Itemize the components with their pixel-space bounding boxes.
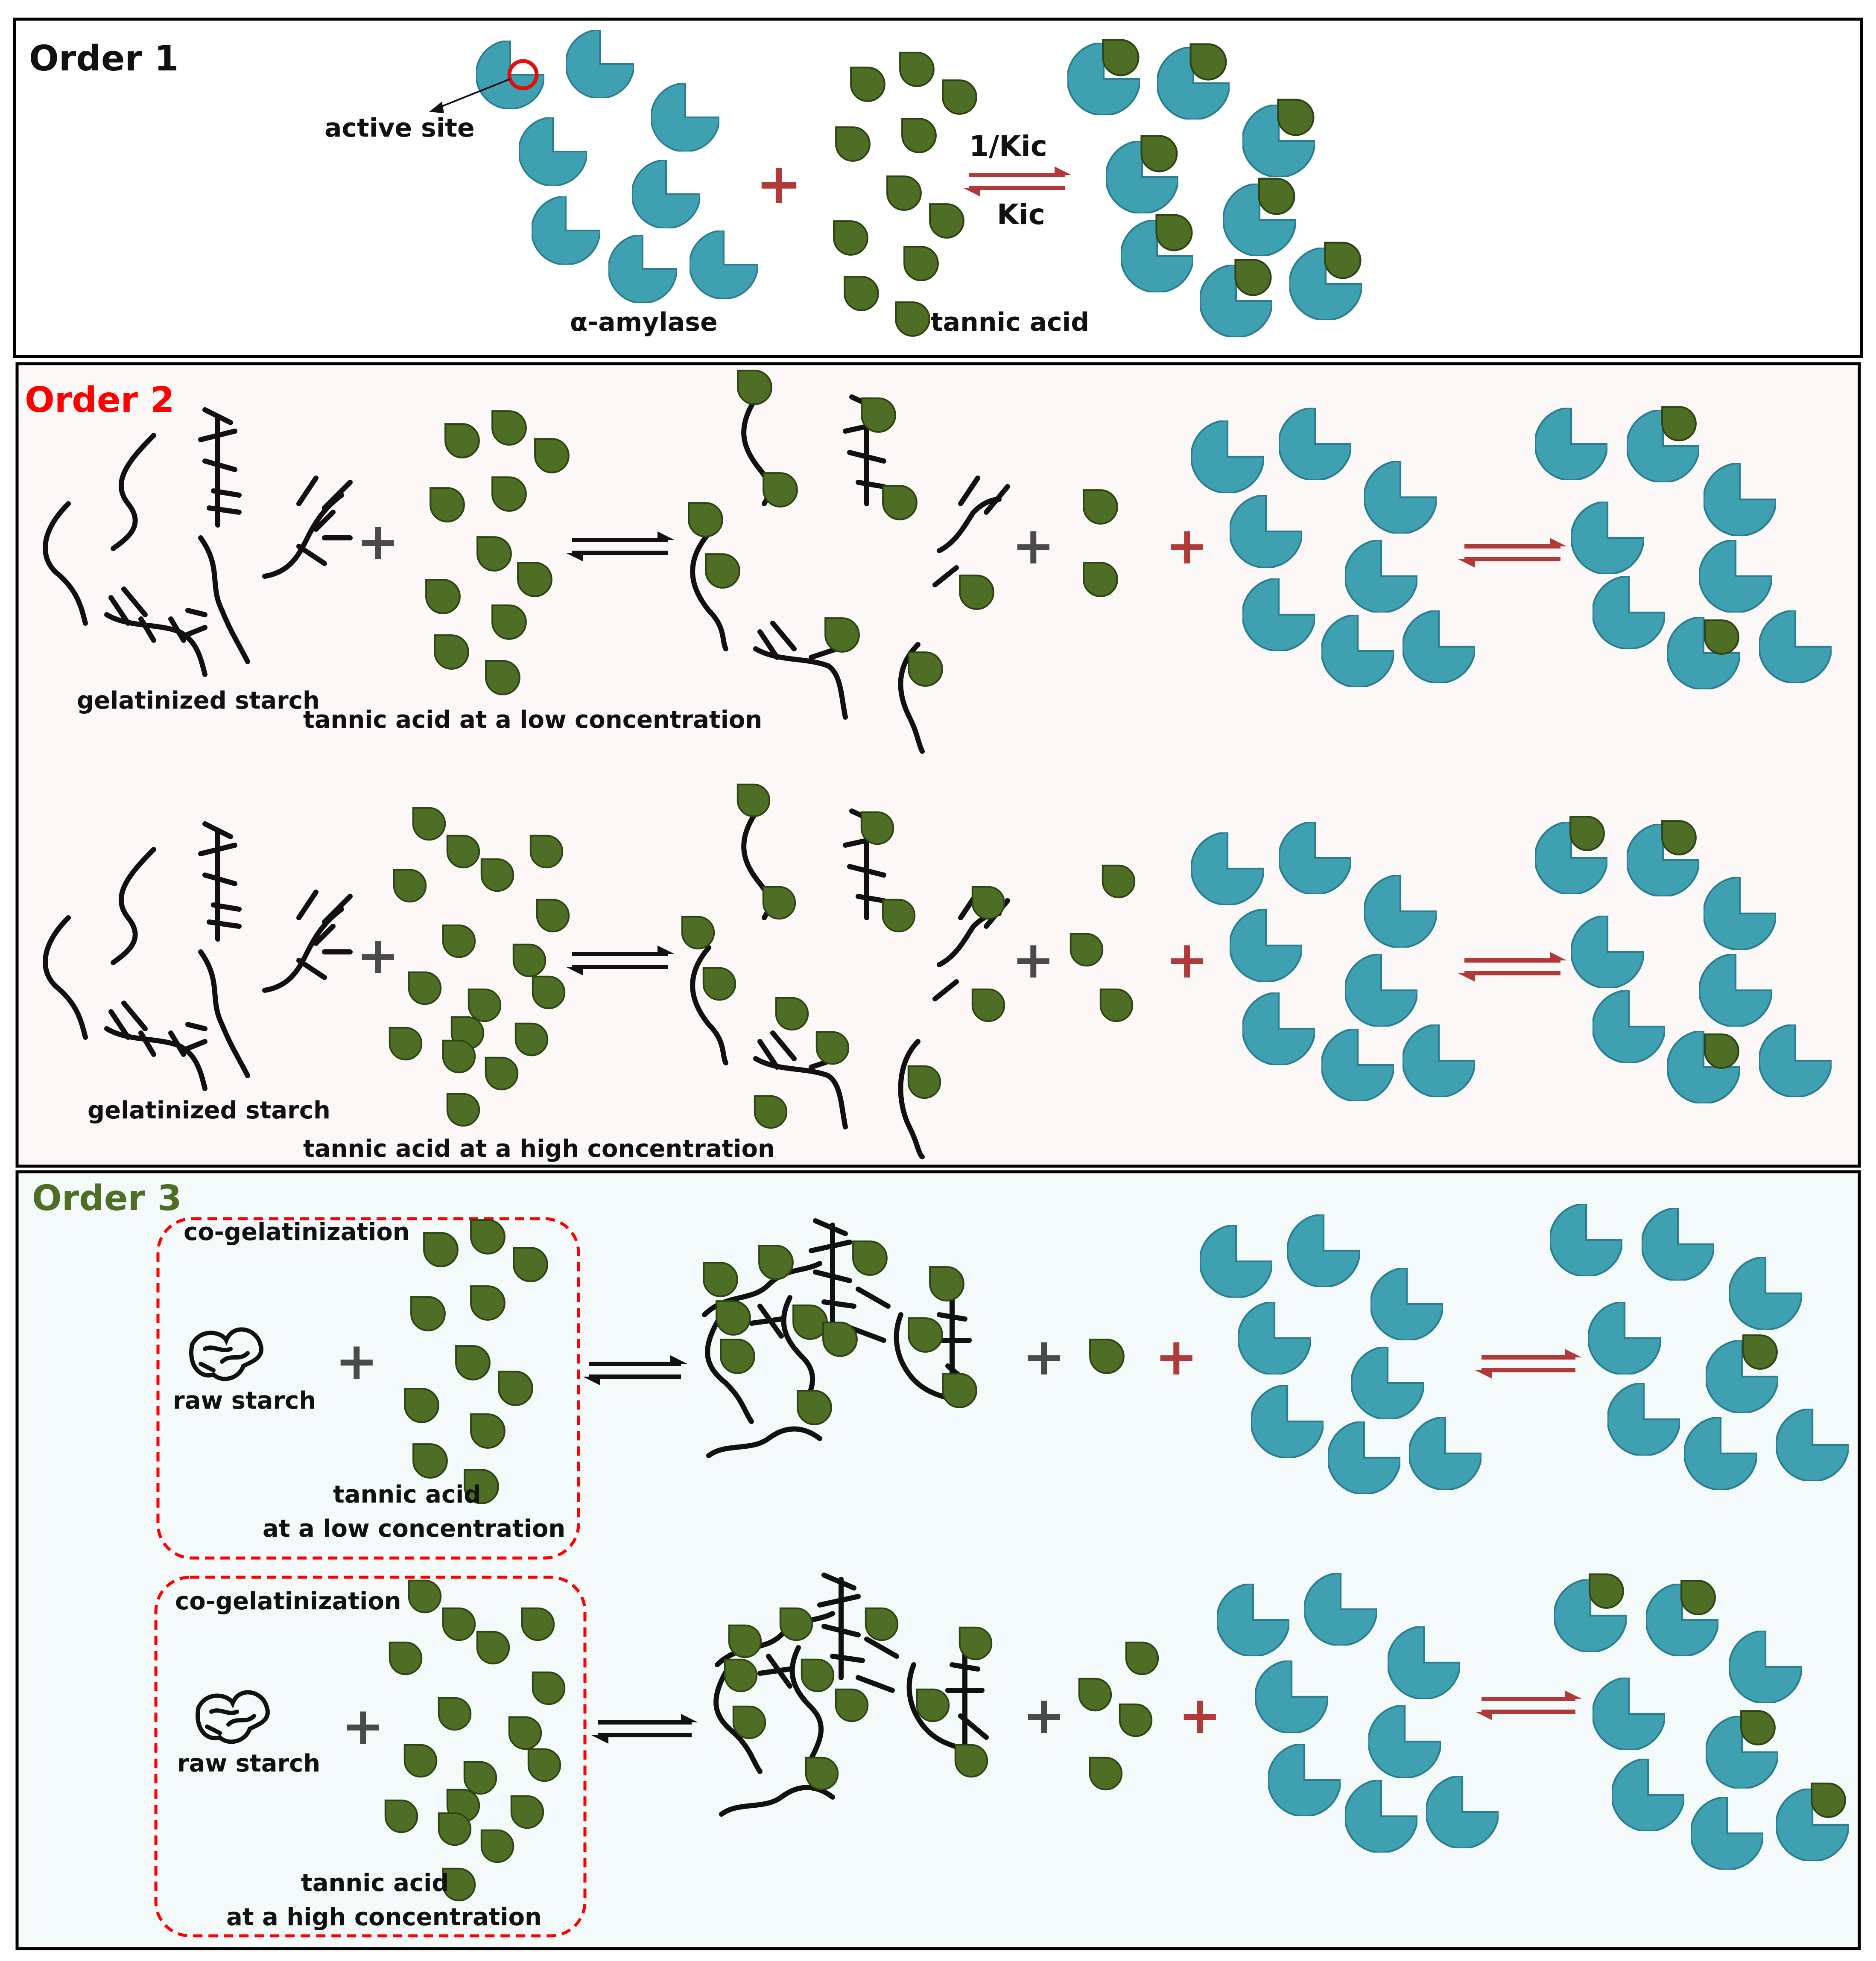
co-gelatinization-box [156,1217,580,1560]
red-equilibrium-arrows [1475,1690,1582,1720]
co-gelatinized-network [702,1218,976,1458]
co-gelatinized-network [713,1573,993,1817]
plus-sign: + [356,512,400,572]
tannin-label-line2: at a low concentration [263,1515,565,1543]
plus-sign: + [356,926,400,986]
order2-row-low: gelatinized starch + tannic acid at a lo… [43,371,1832,754]
tannin-label-line1: tannic acid [333,1481,481,1509]
red-equilibrium-arrows [1458,538,1567,568]
order2-row-high: gelatinized starch + [43,783,1832,1163]
tannin-label-line2: at a high concentration [226,1903,542,1931]
raw-starch-icon [196,1690,270,1744]
gelatinized-starch [43,407,353,677]
gelatinized-starch [43,821,353,1091]
order3-panel: Order 3 co-gelatinization raw starch + [15,1170,1861,1950]
tannin-label: tannic acid at a low concentration [303,706,762,734]
plus-sign: + [342,1697,385,1756]
co-gelatinization-label: co-gelatinization [175,1587,401,1615]
order3-row-low: co-gelatinization raw starch + tan [156,1204,1849,1560]
active-site-arrowhead [429,102,444,113]
enzyme-label: α-amylase [570,307,718,337]
raw-starch-icon [189,1327,263,1381]
order2-title: Order 2 [25,380,175,420]
plus-sign: + [1155,1328,1198,1387]
order1-panel: Order 1 active site α-amylase + [13,18,1863,358]
reverse-rate-label: Kic [997,198,1045,231]
co-gelatinization-box [154,1576,587,1938]
black-equilibrium-arrows [583,1355,687,1385]
plus-sign: + [1166,517,1209,576]
tannin-label: tannic acid [931,307,1089,337]
forward-rate-label: 1/Kic [969,130,1047,163]
free-tannin [1090,1339,1124,1373]
plus-sign: + [1023,1328,1066,1387]
raw-starch-label: raw starch [177,1750,320,1777]
active-site-label: active site [324,113,475,143]
equilibrium-arrows [963,166,1072,196]
starch-label: gelatinized starch [88,1097,330,1124]
order3-title: Order 3 [32,1178,182,1219]
black-equilibrium-arrows [591,1714,698,1744]
black-equilibrium-arrows [566,945,675,975]
order1-title: Order 1 [29,38,179,79]
plus-sign: + [1012,931,1055,990]
raw-starch-label: raw starch [173,1387,316,1415]
co-gelatinization-label: co-gelatinization [184,1218,410,1246]
black-equilibrium-arrows [566,531,675,561]
order3-frame [15,1170,1861,1950]
plus-sign: + [1178,1686,1221,1745]
order2-frame [15,362,1861,1168]
active-site-pointer [435,78,511,110]
plus-sign: + [335,1332,378,1391]
tannin-label: tannic acid at a high concentration [303,1135,775,1163]
starch-tannin-complex [681,783,1010,1159]
active-site-marker [507,59,539,90]
plus-sign: + [1023,1686,1066,1745]
plus-sign: + [1012,517,1055,576]
red-equilibrium-arrows [1458,952,1567,982]
order3-row-high: co-gelatinization raw starch + [154,1573,1849,1938]
order2-panel: Order 2 gelatinized starch + [15,362,1861,1168]
plus-sign: + [1166,931,1209,990]
starch-tannin-complex [689,371,1010,754]
plus-sign: + [756,151,802,216]
starch-label: gelatinized starch [77,687,320,715]
order1-frame [13,18,1863,358]
red-equilibrium-arrows [1475,1349,1582,1379]
tannin-label-line1: tannic acid [301,1869,449,1897]
